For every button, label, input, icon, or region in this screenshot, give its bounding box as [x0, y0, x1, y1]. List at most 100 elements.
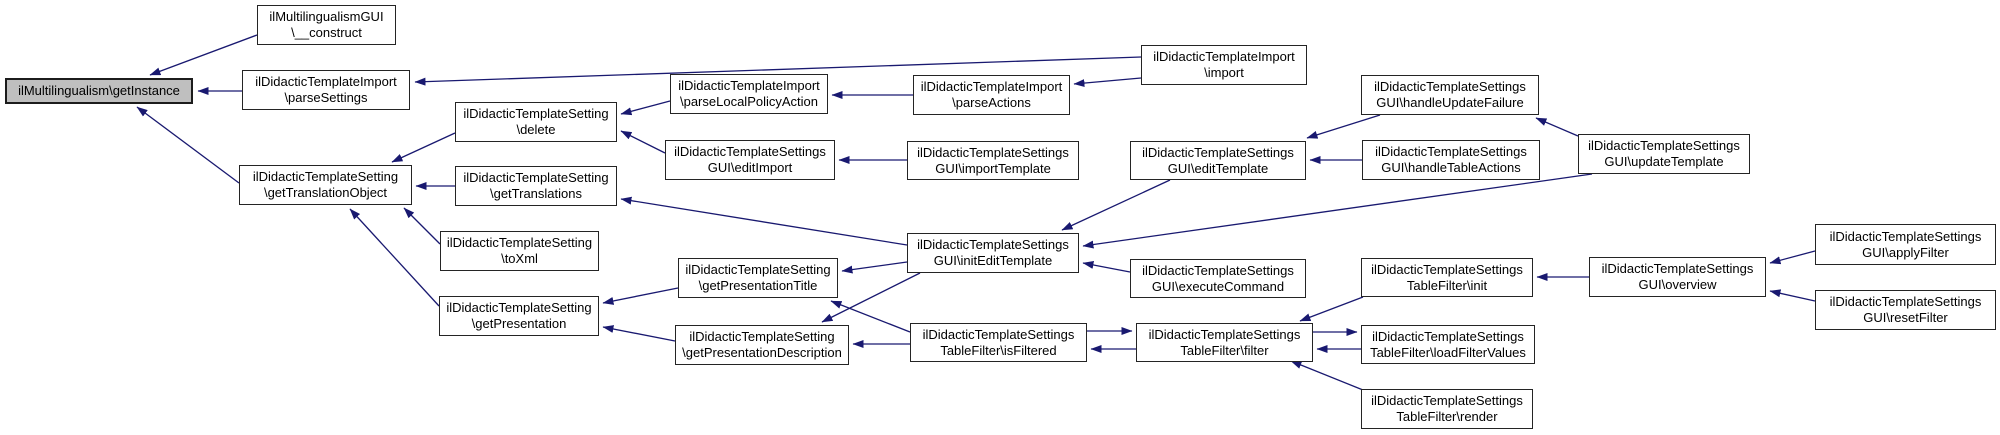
node-label-line: ilDidacticTemplateSettings	[1601, 261, 1754, 276]
node-parseSettings[interactable]: ilDidacticTemplateImport\parseSettings	[242, 70, 410, 110]
node-label-line: ilDidacticTemplateSetting	[689, 329, 835, 344]
node-label-line: \getPresentation	[471, 316, 567, 331]
node-label-line: ilDidacticTemplateSetting	[463, 106, 609, 121]
node-label-line: ilDidacticTemplateSetting	[446, 300, 592, 315]
node-label-line: \getTranslations	[489, 186, 582, 201]
node-label-line: ilDidacticTemplateSetting	[685, 262, 831, 277]
node-label-line: ilDidacticTemplateImport	[920, 79, 1063, 94]
node-getPresentation[interactable]: ilDidacticTemplateSetting\getPresentatio…	[439, 296, 599, 336]
edge-updateTemplate-initEditTemplate	[1082, 173, 1593, 249]
node-import[interactable]: ilDidacticTemplateImport\import	[1141, 45, 1307, 85]
edge-construct-getInstance	[149, 34, 258, 76]
edge-updateTemplate-handleUpdateFailure	[1535, 117, 1579, 137]
node-getPresentationTitle[interactable]: ilDidacticTemplateSetting\getPresentatio…	[678, 258, 838, 298]
node-getPresentationDescription[interactable]: ilDidacticTemplateSetting\getPresentatio…	[675, 325, 849, 365]
node-label-line: GUI\initEditTemplate	[933, 253, 1053, 268]
node-label-line: GUI\resetFilter	[1863, 310, 1948, 325]
edge-initEditTemplate-getTranslations	[620, 196, 908, 246]
edge-editImport-delete	[620, 130, 666, 154]
edge-import-parseActions	[1073, 77, 1142, 88]
node-label-line: GUI\applyFilter	[1862, 244, 1949, 260]
node-label-line: ilDidacticTemplateSetting	[446, 235, 593, 250]
node-construct[interactable]: ilMultilingualismGUI\__construct	[257, 5, 396, 45]
edge-getPresentationTitle-getPresentation	[602, 287, 679, 305]
node-label-line: ilDidacticTemplateSettings	[1371, 393, 1523, 408]
edge-executeCommand-initEditTemplate	[1082, 261, 1131, 273]
edge-delete-getTranslationObject	[391, 132, 456, 163]
node-label-line: TableFilter\loadFilterValues	[1370, 344, 1526, 360]
edge-toXml-getTranslationObject	[403, 207, 441, 245]
node-label-line: ilMultilingualismGUI	[269, 9, 384, 24]
node-label-line: \getPresentationDescription	[682, 345, 842, 360]
node-label-line: ilDidacticTemplateSettings	[917, 237, 1069, 252]
node-label-line: ilDidacticTemplateImport	[255, 74, 397, 89]
node-label-line: ilDidacticTemplateSettings	[1375, 144, 1527, 159]
edge-handleUpdateFailure-editTemplate	[1306, 114, 1381, 139]
node-label-line: GUI\executeCommand	[1151, 278, 1285, 294]
edge-init-filter	[1299, 296, 1364, 322]
node-label-line: ilDidacticTemplateSettings	[917, 144, 1069, 160]
node-label-line: GUI\editTemplate	[1167, 160, 1269, 176]
node-label-line: GUI\updateTemplate	[1604, 154, 1724, 169]
node-label-line: GUI\handleUpdateFailure	[1376, 95, 1524, 110]
node-label-line: \parseSettings	[284, 90, 368, 105]
node-label-line: ilDidacticTemplateSettings	[922, 326, 1075, 342]
edge-parseLocalPolicyAction-delete	[620, 100, 671, 116]
node-label-line: ilDidacticTemplateSettings	[1142, 262, 1294, 278]
node-label-line: ilDidacticTemplateSettings	[1371, 261, 1523, 277]
node-label-line: \parseLocalPolicyAction	[679, 94, 819, 109]
node-label-line: \import	[1204, 65, 1244, 80]
node-parseLocalPolicyAction[interactable]: ilDidacticTemplateImport\parseLocalPolic…	[670, 74, 828, 114]
edge-getTranslationObject-getInstance	[136, 106, 240, 184]
node-label-line: \delete	[516, 122, 556, 137]
edge-applyFilter-overview	[1769, 250, 1816, 265]
node-getTranslations[interactable]: ilDidacticTemplateSetting\getTranslation…	[455, 166, 617, 206]
node-parseActions[interactable]: ilDidacticTemplateImport\parseActions	[913, 75, 1070, 115]
node-label-line: ilDidacticTemplateSettings	[1829, 294, 1982, 309]
node-label-line: \getTranslationObject	[263, 185, 388, 200]
node-label-line: TableFilter\render	[1396, 409, 1498, 424]
edge-getPresentation-getTranslationObject	[349, 208, 440, 307]
node-label-line: GUI\editImport	[707, 160, 793, 175]
node-label-line: ilDidacticTemplateSetting	[252, 169, 399, 184]
node-toXml[interactable]: ilDidacticTemplateSetting\toXml	[440, 231, 599, 271]
node-label-line: \__construct	[291, 25, 362, 40]
node-label-line: GUI\overview	[1638, 277, 1717, 292]
node-delete[interactable]: ilDidacticTemplateSetting\delete	[455, 102, 617, 142]
node-label-line: ilMultilingualism\getInstance	[18, 83, 180, 98]
node-label-line: ilDidacticTemplateSettings	[1372, 328, 1524, 344]
edge-resetFilter-overview	[1769, 289, 1816, 302]
edge-initEditTemplate-getPresentationTitle	[841, 261, 908, 274]
node-label-line: ilDidacticTemplateSettings	[1374, 79, 1526, 94]
node-getInstance[interactable]: ilMultilingualism\getInstance	[5, 78, 193, 104]
node-label-line: ilDidacticTemplateSettings	[674, 144, 826, 159]
node-label-line: ilDidacticTemplateImport	[678, 78, 820, 93]
node-getTranslationObject[interactable]: ilDidacticTemplateSetting\getTranslation…	[239, 165, 412, 205]
node-label-line: ilDidacticTemplateSettings	[1142, 144, 1294, 160]
edge-getPresentationDescription-getPresentation	[602, 325, 676, 342]
node-label-line: TableFilter\init	[1406, 277, 1488, 293]
node-label-line: TableFilter\isFiltered	[940, 342, 1057, 358]
node-label-line: \parseActions	[952, 95, 1031, 110]
node-label-line: ilDidacticTemplateSettings	[1148, 326, 1301, 342]
node-label-line: \toXml	[501, 251, 538, 266]
node-label-line: GUI\handleTableActions	[1381, 160, 1521, 175]
edge-render-filter	[1290, 360, 1364, 391]
